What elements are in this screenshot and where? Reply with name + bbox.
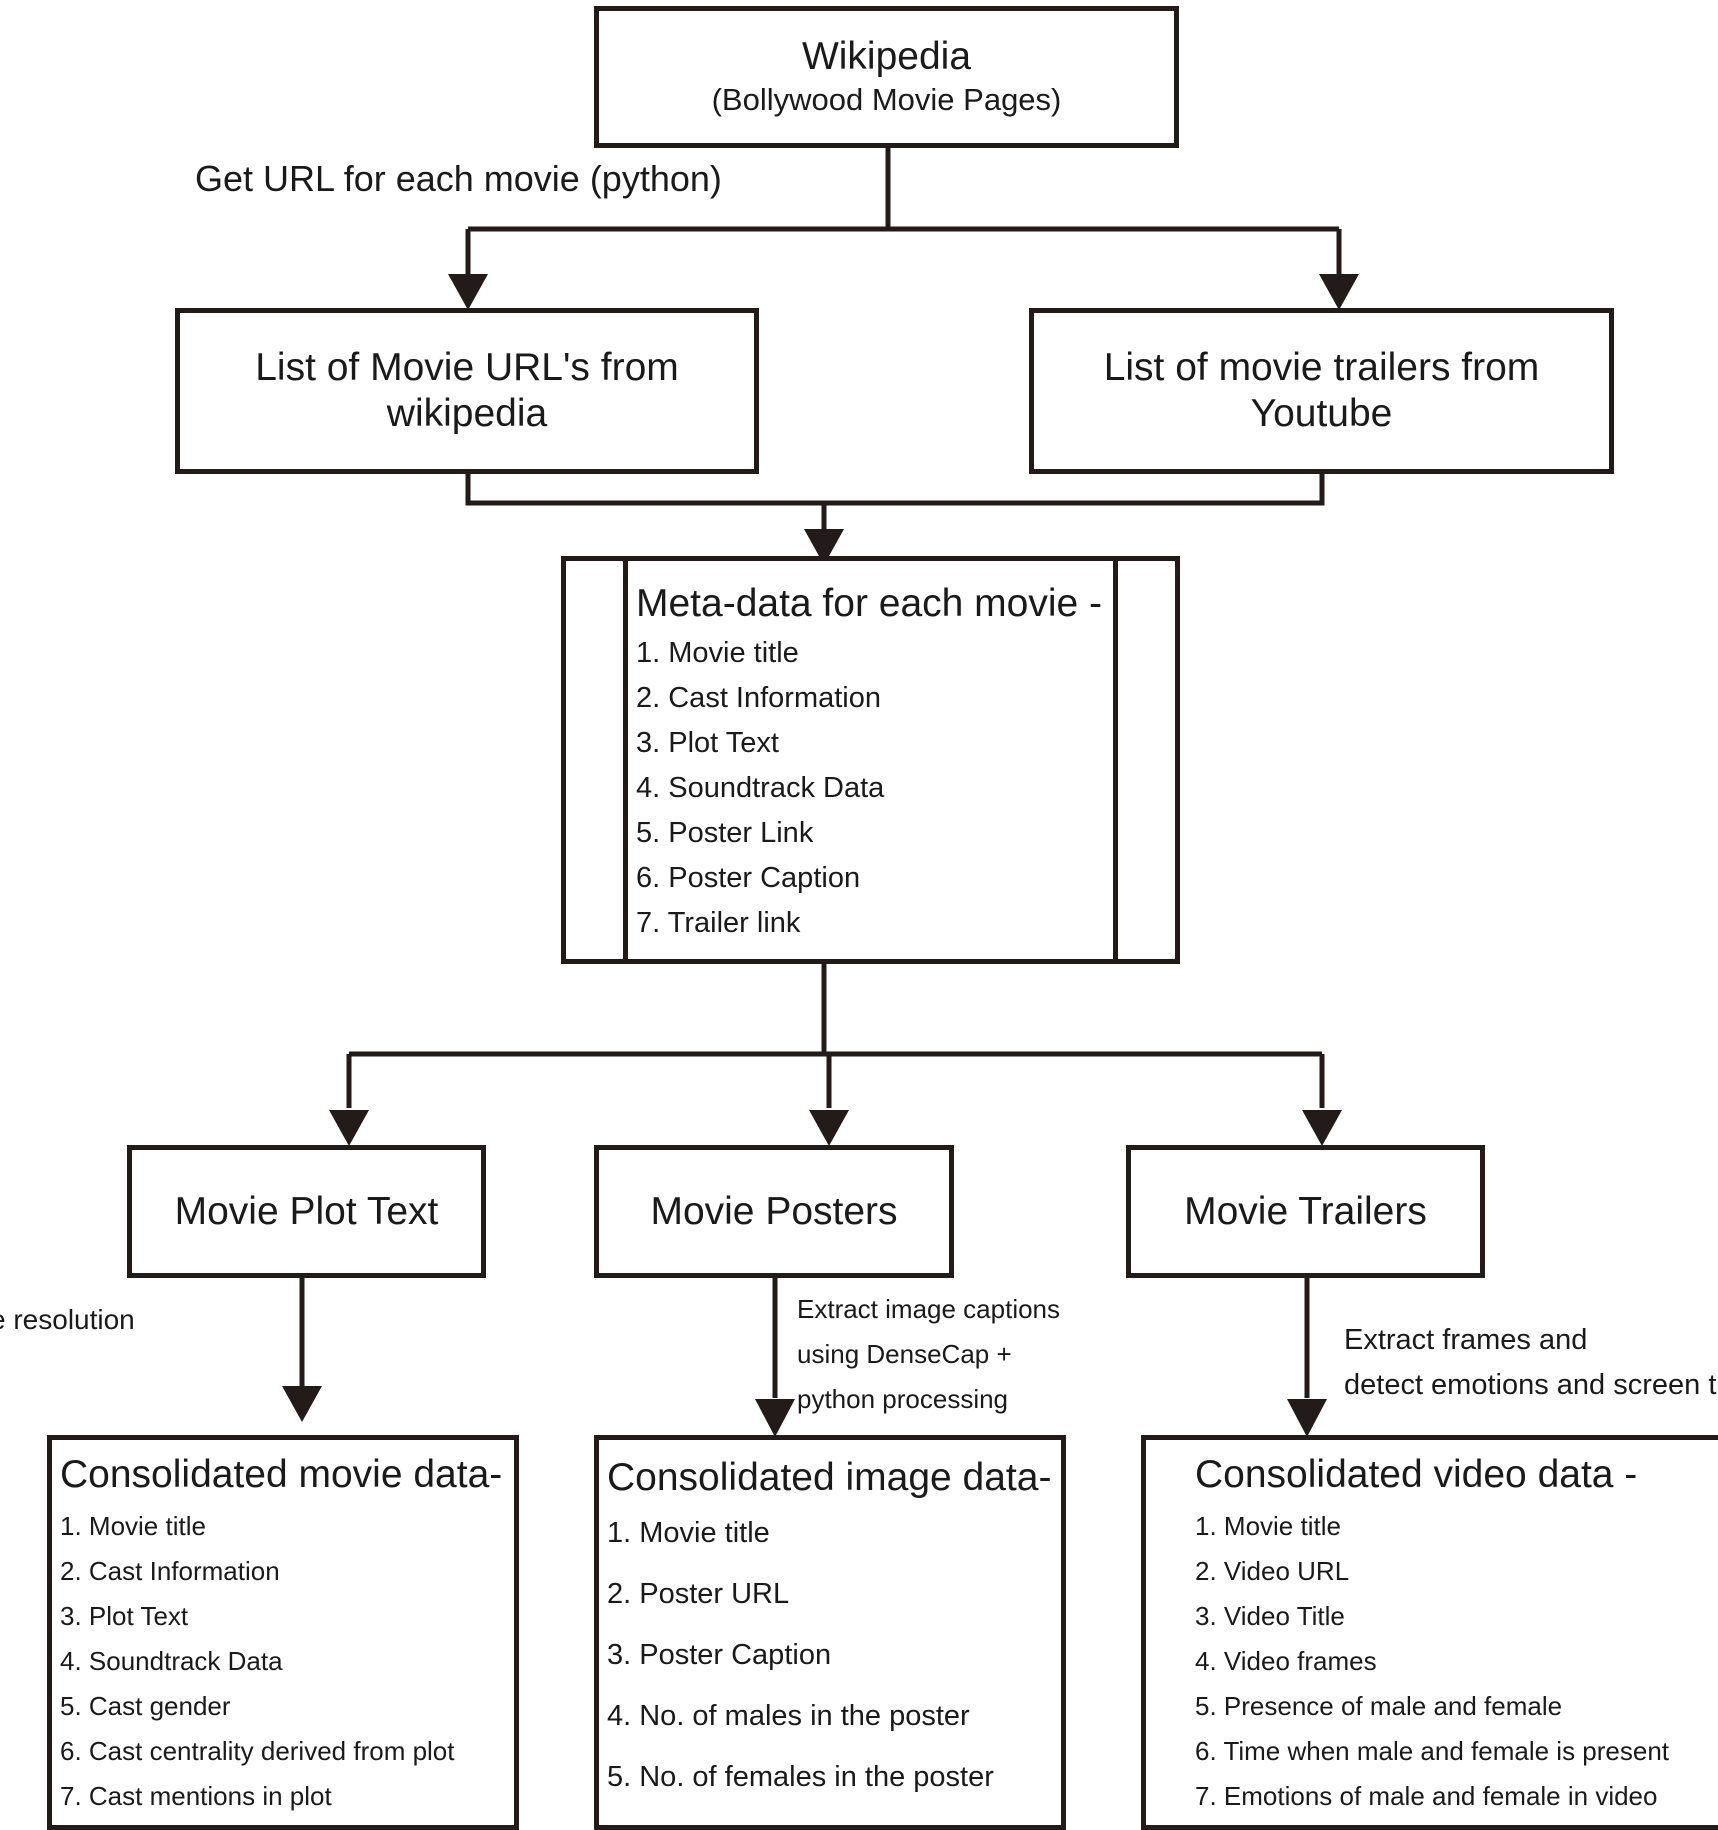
- movie-urls-line2: wikipedia: [386, 392, 548, 435]
- posters-label: Movie Posters: [650, 1189, 898, 1233]
- image-data-item: 1. Movie title: [607, 1517, 770, 1549]
- image-data-list: 1. Movie title 2. Poster URL 3. Poster C…: [607, 1503, 1051, 1808]
- movie-data-node: Consolidated movie data- 1. Movie title …: [47, 1435, 519, 1830]
- arrowhead-to-plot-text: [329, 1110, 369, 1146]
- arrowhead-to-video-data: [1287, 1399, 1327, 1437]
- video-data-item: 6. Time when male and female is present: [1195, 1736, 1670, 1766]
- image-data-item: 4. No. of males in the poster: [607, 1700, 970, 1732]
- movie-data-item: 6. Cast centrality derived from plot: [60, 1736, 455, 1766]
- metadata-item: 3. Plot Text: [636, 727, 779, 759]
- edge-lists-merge: [465, 472, 1325, 535]
- wikipedia-subtitle: (Bollywood Movie Pages): [711, 82, 1062, 117]
- frames-line2: detect emotions and screen ti: [1344, 1369, 1718, 1401]
- trailers-list-line1: List of movie trailers from: [1103, 346, 1540, 389]
- movie-data-item: 7. Cast mentions in plot: [60, 1781, 332, 1811]
- video-data-list: 1. Movie title 2. Video URL 3. Video Tit…: [1195, 1504, 1669, 1819]
- video-data-node: Consolidated video data - 1. Movie title…: [1141, 1435, 1718, 1830]
- trailers-list-node: List of movie trailers from Youtube: [1029, 308, 1614, 474]
- metadata-list: 1. Movie title 2. Cast Information 3. Pl…: [636, 631, 1102, 946]
- video-data-item: 2. Video URL: [1195, 1556, 1350, 1586]
- arrowhead-to-trailers: [1302, 1110, 1342, 1146]
- metadata-item: 2. Cast Information: [636, 682, 881, 714]
- movie-data-heading: Consolidated movie data-: [60, 1453, 503, 1496]
- trailers-node: Movie Trailers: [1126, 1145, 1485, 1278]
- captions-line2: using DenseCap +: [797, 1339, 1012, 1369]
- movie-data-item: 5. Cast gender: [60, 1691, 231, 1721]
- arrowhead-to-metadata: [804, 529, 844, 565]
- wikipedia-node: Wikipedia (Bollywood Movie Pages): [594, 6, 1179, 148]
- image-data-item: 2. Poster URL: [607, 1578, 790, 1610]
- trailers-label: Movie Trailers: [1184, 1189, 1427, 1233]
- image-data-heading: Consolidated image data-: [607, 1456, 1052, 1499]
- get-url-label: Get URL for each movie (python): [195, 158, 722, 199]
- arrowhead-to-movie-urls: [448, 274, 488, 310]
- edge-metadata-split: [346, 962, 1325, 1108]
- arrowhead-to-trailers-list: [1319, 274, 1359, 310]
- video-data-item: 4. Video frames: [1195, 1646, 1377, 1676]
- video-data-content: Consolidated video data - 1. Movie title…: [1195, 1452, 1669, 1819]
- movie-data-content: Consolidated movie data- 1. Movie title …: [60, 1452, 502, 1819]
- plot-text-label: Movie Plot Text: [174, 1189, 439, 1233]
- captions-line3: python processing: [797, 1384, 1009, 1414]
- video-data-item: 7. Emotions of male and female in video: [1195, 1781, 1658, 1811]
- metadata-right-bar: [1113, 561, 1118, 959]
- frames-label: Extract frames and detect emotions and s…: [1344, 1318, 1718, 1408]
- metadata-item: 4. Soundtrack Data: [636, 772, 885, 804]
- posters-node: Movie Posters: [594, 1145, 954, 1278]
- captions-label: Extract image captions using DenseCap + …: [797, 1287, 1060, 1422]
- metadata-item: 6. Poster Caption: [636, 862, 861, 894]
- video-data-heading: Consolidated video data -: [1195, 1453, 1638, 1496]
- arrowhead-to-posters: [809, 1110, 849, 1146]
- metadata-item: 5. Poster Link: [636, 817, 814, 849]
- wikipedia-title: Wikipedia: [801, 35, 972, 78]
- image-data-item: 5. No. of females in the poster: [607, 1761, 994, 1793]
- video-data-item: 1. Movie title: [1195, 1511, 1341, 1541]
- metadata-heading: Meta-data for each movie -: [636, 582, 1103, 625]
- movie-data-item: 2. Cast Information: [60, 1556, 280, 1586]
- frames-line1: Extract frames and: [1344, 1324, 1588, 1356]
- metadata-node: Meta-data for each movie - 1. Movie titl…: [561, 556, 1180, 964]
- metadata-item: 1. Movie title: [636, 637, 799, 669]
- plot-text-node: Movie Plot Text: [127, 1145, 486, 1278]
- resolution-label: e resolution: [0, 1304, 135, 1335]
- movie-data-item: 1. Movie title: [60, 1511, 206, 1541]
- metadata-left-bar: [623, 561, 628, 959]
- metadata-item: 7. Trailer link: [636, 907, 801, 939]
- movie-data-list: 1. Movie title 2. Cast Information 3. Pl…: [60, 1504, 502, 1819]
- video-data-item: 5. Presence of male and female: [1195, 1691, 1563, 1721]
- movie-urls-node: List of Movie URL's from wikipedia: [175, 308, 759, 474]
- arrowhead-to-image-data: [755, 1399, 795, 1437]
- image-data-content: Consolidated image data- 1. Movie title …: [607, 1455, 1051, 1808]
- movie-data-item: 3. Plot Text: [60, 1601, 189, 1631]
- trailers-list-line2: Youtube: [1250, 392, 1393, 435]
- captions-line1: Extract image captions: [797, 1294, 1061, 1324]
- metadata-content: Meta-data for each movie - 1. Movie titl…: [636, 581, 1102, 946]
- movie-urls-line1: List of Movie URL's from: [255, 346, 679, 389]
- video-data-item: 3. Video Title: [1195, 1601, 1345, 1631]
- image-data-item: 3. Poster Caption: [607, 1639, 832, 1671]
- image-data-node: Consolidated image data- 1. Movie title …: [594, 1435, 1066, 1830]
- movie-data-item: 4. Soundtrack Data: [60, 1646, 283, 1676]
- arrowhead-to-movie-data: [282, 1386, 322, 1422]
- edge-wikipedia-split: [465, 148, 1342, 280]
